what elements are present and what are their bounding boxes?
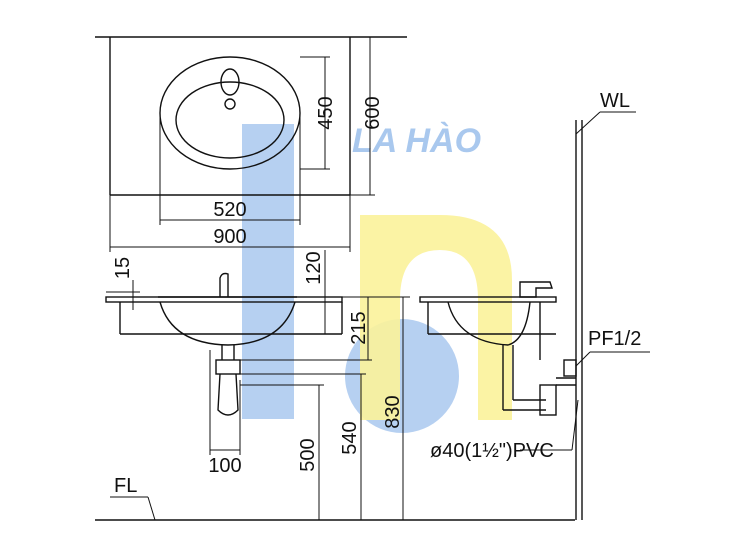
dim-600-label: 600 — [362, 96, 384, 129]
dim-500-label: 500 — [297, 438, 319, 471]
dim-215-label: 215 — [348, 311, 370, 344]
drain-hole — [224, 98, 236, 110]
dim-520-label: 520 — [213, 199, 246, 221]
faucet — [219, 272, 229, 297]
dim-830-label: 830 — [382, 395, 404, 428]
plan-view: 450 600 520 900 — [95, 36, 407, 252]
fitting-spec-label: PF1/2 — [588, 328, 641, 350]
bottle-trap — [217, 373, 239, 416]
floor-label: FL — [114, 475, 137, 497]
pipe-spec-label: ø40(1½")PVC — [430, 440, 554, 462]
basin-outer-outline — [159, 56, 301, 170]
front-view: 15 120 215 100 500 540 830 FL — [95, 250, 575, 521]
watermark-blue-bar — [242, 124, 294, 419]
dim-540-label: 540 — [339, 421, 361, 454]
dim-120-label: 120 — [303, 251, 325, 284]
side-view: WL ø40(1½")PVC PF1/2 — [419, 90, 650, 520]
dim-450-label: 450 — [315, 96, 337, 129]
counter-slab — [105, 296, 343, 303]
watermark-yellow-arch — [360, 215, 512, 420]
dim-100-label: 100 — [208, 455, 241, 477]
dim-15-label: 15 — [112, 257, 134, 279]
faucet-hole — [220, 68, 240, 96]
watermark-logo: LA HÀO — [242, 122, 512, 433]
basin-bowl — [159, 301, 296, 346]
wall-label: WL — [600, 90, 630, 112]
watermark-text: LA HÀO — [352, 122, 481, 160]
side-basin-bowl — [447, 301, 531, 346]
basin-inner-outline — [175, 81, 285, 159]
trap-fitting — [539, 384, 557, 416]
dim-900-label: 900 — [213, 226, 246, 248]
angle-valve — [563, 359, 577, 377]
side-faucet — [519, 281, 553, 298]
